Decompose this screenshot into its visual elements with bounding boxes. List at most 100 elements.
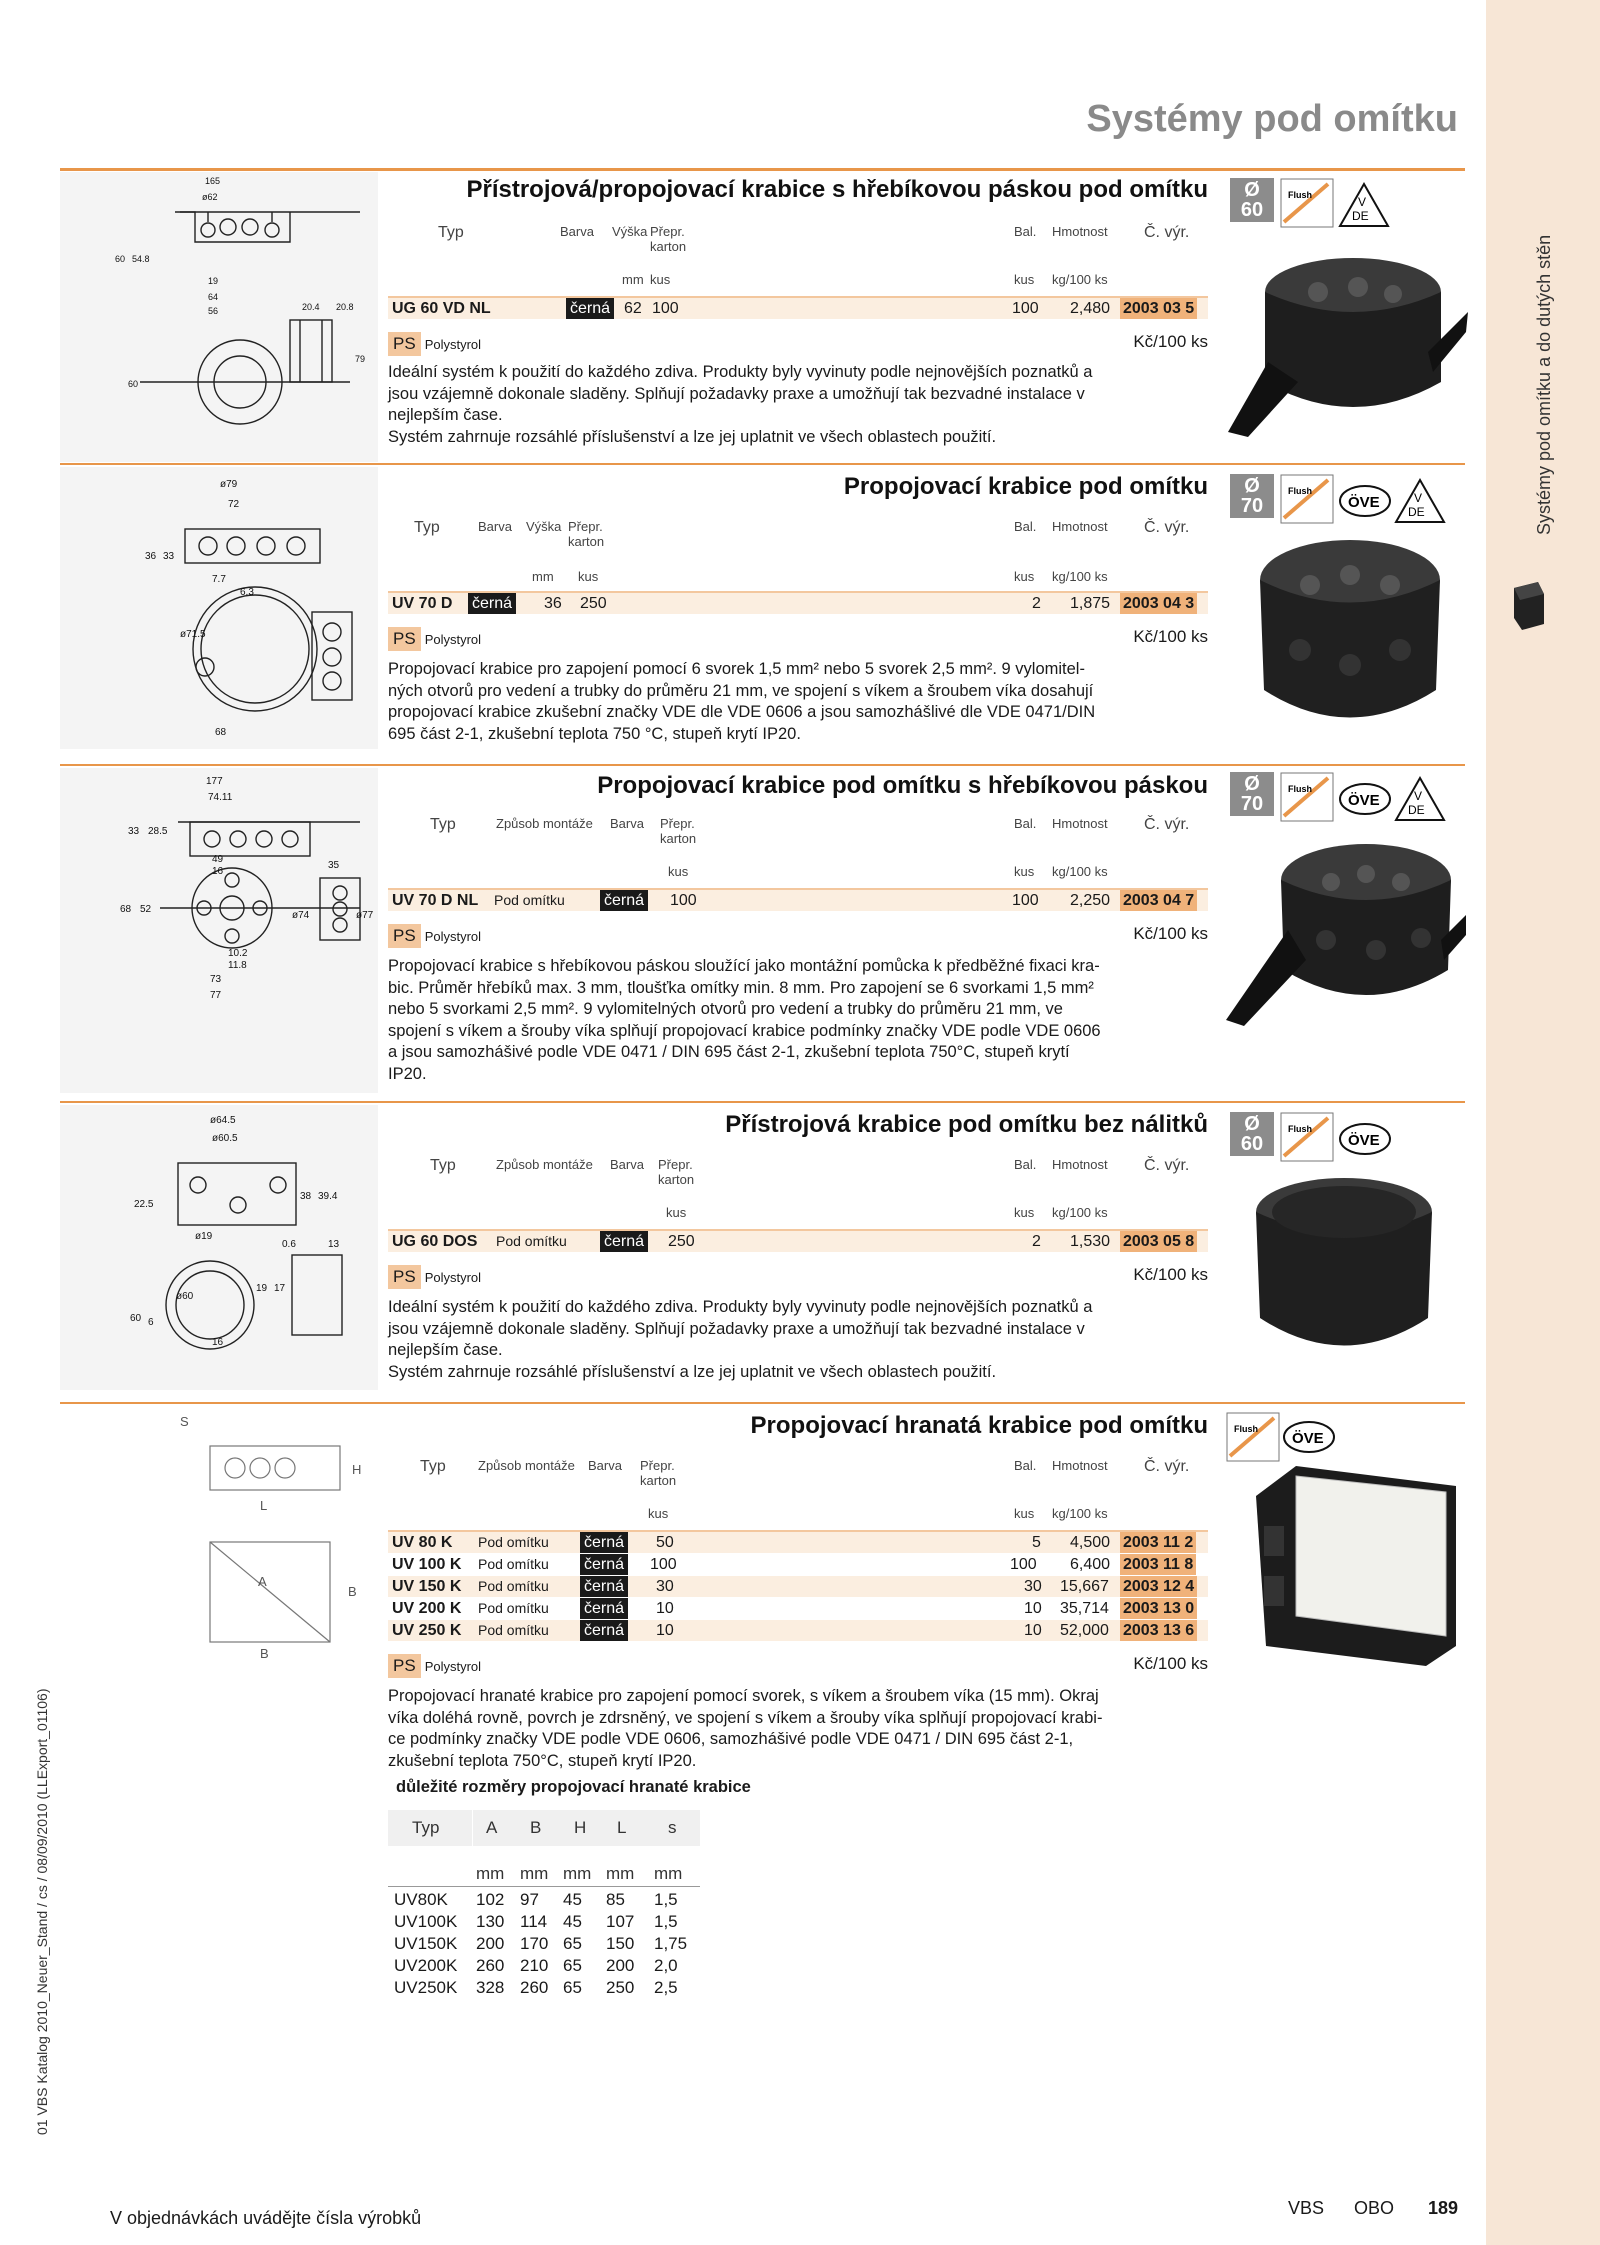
product-photo-ug60vdnl [1228,258,1468,437]
dim-label: 79 [355,354,365,364]
unit-kus: kus [1014,1506,1035,1521]
dim-cell: 45 [563,1890,582,1909]
cell-hmotnost: 2,480 [1070,300,1111,317]
price-unit: Kč/100 ks [1133,924,1208,943]
cell-zpusob: Pod omítku [478,1578,549,1594]
dim-label: 6.3 [240,587,254,598]
dim-label: 22.5 [134,1199,154,1210]
dim-cell: 260 [520,1978,549,1997]
cell-hmotnost: 1,875 [1070,595,1111,612]
dim-label: 73 [210,974,222,985]
table-row: UG 60 VD NL černá 62 100 100 2,480 2003 … [388,298,1208,319]
dim-label: 60 [115,254,125,264]
col-hmotnost: Hmotnost [1052,1458,1108,1473]
cell-code: 2003 04 7 [1120,890,1198,911]
product-photo-uv70dnl [1226,844,1466,1026]
product-photo-uv70d [1260,540,1440,718]
col-prepr: Přepr. [650,224,685,239]
dim-label: 10.2 [228,948,248,959]
svg-text:ÖVE: ÖVE [1348,1132,1380,1149]
dim-label: 165 [205,176,220,186]
cell-prepr: 250 [580,595,607,612]
dim-label: A [258,1574,267,1589]
col-hmotnost: Hmotnost [1052,1157,1108,1172]
side-band [1486,0,1600,2245]
dim-cell: 210 [520,1956,549,1975]
cell-zpusob: Pod omítku [478,1534,549,1550]
col-cvyr: Č. výr. [1144,816,1190,833]
side-box-thumbnail [1514,582,1544,630]
cell-barva: černá [580,1620,629,1641]
dim-label: ø74 [292,910,310,921]
header-line [388,591,1208,593]
section-title: Propojovací krabice pod omítku [843,473,1208,500]
unit-kg100: kg/100 ks [1052,1506,1108,1521]
cell-hmotnost: 35,714 [1060,1600,1109,1617]
col-karton: karton [650,239,687,254]
dim-cell: 1,5 [654,1890,678,1909]
dim-cell: UV200K [394,1956,458,1975]
unit-kus: kus [1014,569,1035,584]
section-description: Propojovací krabice pro zapojení pomocí … [388,660,1096,743]
dim-cell: 2,0 [654,1956,678,1975]
cell-prepr: 10 [656,1622,674,1639]
unit-kg100: kg/100 ks [1052,569,1108,584]
technical-drawing-uv70dnl: 177 74.11 33 28.5 49 16 35 68 52 ø74 ø77… [60,768,378,1093]
dim-label: 19 [256,1283,268,1294]
dim-label: 20.8 [336,302,354,312]
cell-barva: černá [580,1554,629,1575]
dim-label: 68 [120,904,132,915]
dim-label: ø64.5 [210,1115,236,1126]
dim-unit: mm [654,1864,683,1883]
dim-label: 60 [128,379,138,389]
cell-typ: UV 100 K [392,1556,462,1573]
cell-typ: UV 70 D [392,595,453,612]
col-cvyr: Č. výr. [1144,1157,1190,1174]
col-karton: karton [660,831,697,846]
dim-label: ø77 [356,910,374,921]
dim-label: ø62 [202,192,218,202]
section-divider [60,1101,1465,1103]
dim-cell: 85 [606,1890,625,1909]
table-row: UG 60 DOS Pod omítku černá 250 2 1,530 2… [388,1231,1208,1252]
cell-typ: UG 60 DOS [392,1233,478,1250]
cell-bal: 100 [1012,892,1039,909]
dim-cell: 150 [606,1934,635,1953]
dim-cell: 97 [520,1890,539,1909]
dim-label: 74.11 [208,792,233,803]
col-typ: Typ [414,519,440,536]
col-karton: karton [640,1473,677,1488]
col-prepr: Přepr. [568,519,603,534]
dim-header: H [574,1818,587,1837]
unit-kus: kus [1014,864,1035,879]
cell-prepr: 100 [652,300,679,317]
flush-mount-icon: Flush [1280,178,1334,228]
page-number: 189 [1428,2198,1459,2218]
cell-zpusob: Pod omítku [496,1233,567,1249]
cell-prepr: 250 [668,1233,695,1250]
dim-label: 20.4 [302,302,320,312]
cell-typ: UV 200 K [392,1600,462,1617]
col-zpusob: Způsob montáže [478,1458,575,1473]
dim-cell: UV80K [394,1890,448,1909]
col-barva: Barva [588,1458,622,1473]
cell-code: 2003 03 5 [1120,298,1198,319]
svg-text:DE: DE [1352,209,1369,223]
col-barva: Barva [610,816,644,831]
dim-label: 56 [208,306,218,316]
cell-prepr: 100 [650,1556,677,1573]
dim-label: 39.4 [318,1191,338,1202]
dim-label: 0.6 [282,1239,296,1250]
dim-label: 35 [328,860,340,871]
dim-label: 60 [130,1313,142,1324]
dim-unit: mm [606,1864,635,1883]
unit-kg100: kg/100 ks [1052,864,1108,879]
cell-typ: UV 80 K [392,1534,453,1551]
cell-zpusob: Pod omítku [494,892,565,908]
flush-mount-icon: Flush [1226,1412,1280,1462]
section-uv70dnl: Propojovací krabice pod omítku s hřebíko… [388,768,1208,1093]
col-prepr: Přepr. [640,1458,675,1473]
